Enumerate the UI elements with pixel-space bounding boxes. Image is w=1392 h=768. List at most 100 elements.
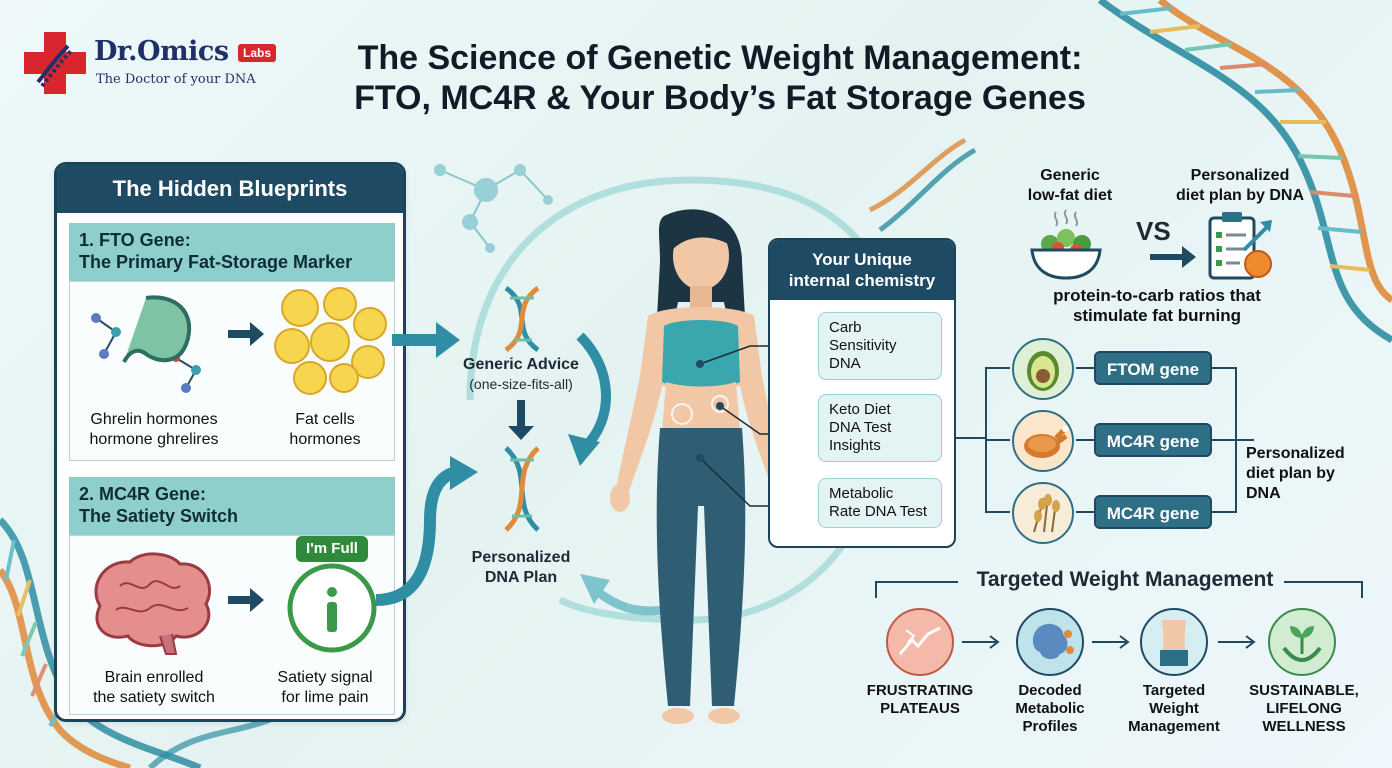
- protein-carb-note-line-2: stimulate fat burning: [1072, 306, 1242, 325]
- step-label-line: SUSTAINABLE,: [1249, 682, 1359, 699]
- step-label-line: Profiles: [1022, 718, 1078, 735]
- arrow-right-icon: [1218, 635, 1256, 649]
- personalized-result-line-1: Personalized: [1246, 445, 1345, 462]
- panel-header: The Hidden Blueprints: [57, 165, 403, 213]
- ghrelin-caption-line-2: hormone ghrelires: [89, 431, 219, 448]
- curved-arrow-icon: [568, 332, 611, 466]
- brain-icon: [94, 552, 212, 655]
- satiety-caption-line-1: Satiety signal: [277, 669, 373, 686]
- personalized-result-label: Personalized diet plan by DNA: [1246, 444, 1366, 504]
- twm-bracket-lines: [875, 581, 1363, 598]
- fto-heading-line-1: 1. FTO Gene:: [79, 230, 191, 250]
- arrow-to-center-icon: [392, 322, 460, 358]
- arrow-right-icon: [228, 588, 264, 612]
- chemistry-item-keto-diet: Keto Diet DNA Test Insights: [818, 394, 942, 462]
- chemistry-item-line: Carb: [829, 319, 862, 336]
- chemistry-item-line: Sensitivity: [829, 337, 897, 354]
- satiety-signal-icon: [287, 563, 377, 653]
- step-label-line: Metabolic: [1015, 700, 1085, 717]
- fto-heading-line-2: The Primary Fat-Storage Marker: [79, 252, 353, 272]
- step-label-line: LIFELONG: [1266, 700, 1342, 717]
- generic-advice-label: Generic Advice: [463, 356, 579, 373]
- gene-tree-lines: [954, 367, 1254, 513]
- title-line-2: FTO, MC4R & Your Body’s Fat Storage Gene…: [354, 79, 1086, 117]
- chemistry-header: Your Unique internal chemistry: [770, 240, 954, 300]
- step-label-line: WELLNESS: [1262, 718, 1346, 735]
- chemistry-item-line: Rate DNA Test: [829, 503, 928, 520]
- chemistry-item-line: Metabolic: [829, 485, 894, 502]
- brand-badge: Labs: [238, 44, 277, 62]
- mc4r-illustration: I'm Full Brain enrolled the satiety swit…: [69, 535, 395, 715]
- step-plateaus-circle: [886, 608, 954, 676]
- gene-pill-mc4r-2: MC4R gene: [1094, 495, 1212, 529]
- curved-arrow-icon: [580, 574, 665, 616]
- mc4r-heading: 2. MC4R Gene: The Satiety Switch: [69, 477, 395, 535]
- molecule-network: [434, 164, 553, 253]
- ghrelin-caption-line-1: Ghrelin hormones: [90, 411, 218, 428]
- fat-cells-icon: [274, 287, 387, 395]
- personalized-dna-plan-label: Personalized DNA Plan: [450, 548, 592, 588]
- im-full-bubble: I'm Full: [296, 536, 368, 562]
- step-targeted-circle: [1140, 608, 1208, 676]
- step-wellness-circle: [1268, 608, 1336, 676]
- step-decoded-label: Decoded Metabolic Profiles: [996, 682, 1104, 736]
- chicken-circle: [1012, 410, 1074, 472]
- fat-cells-caption-line-2: hormones: [289, 431, 361, 448]
- generic-diet-line-1: Generic: [1040, 167, 1100, 184]
- arrow-right-icon: [1092, 635, 1130, 649]
- avocado-icon: [1027, 351, 1059, 391]
- woman-figure-illustration: [610, 209, 792, 724]
- chemistry-item-carb-sensitivity: Carb Sensitivity DNA: [818, 312, 942, 380]
- ghrelin-caption: Ghrelin hormones hormone ghrelires: [70, 410, 238, 450]
- title-line-1: The Science of Genetic Weight Management…: [357, 39, 1083, 77]
- medical-cross-icon: [24, 32, 86, 94]
- targeted-weight-management-title: Targeted Weight Management: [976, 568, 1274, 591]
- grains-circle: [1012, 482, 1074, 544]
- brand-name: Dr.Omics: [94, 36, 229, 67]
- roast-chicken-icon: [1024, 426, 1068, 458]
- personalized-dna-plan-line-1: Personalized: [471, 549, 571, 566]
- chemistry-item-line: DNA Test: [829, 419, 892, 436]
- chemistry-item-metabolic-rate: Metabolic Rate DNA Test: [818, 478, 942, 528]
- generic-advice-sub: (one-size-fits-all): [469, 376, 573, 392]
- generic-diet-line-2: low-fat diet: [1027, 187, 1113, 204]
- gene-pill-mc4r: MC4R gene: [1094, 423, 1212, 457]
- fto-heading: 1. FTO Gene: The Primary Fat-Storage Mar…: [69, 223, 395, 281]
- dna-helix-top-right: [1097, 0, 1392, 344]
- protein-carb-note-line-1: protein-to-carb ratios that: [1053, 286, 1261, 305]
- internal-chemistry-panel: Your Unique internal chemistry Carb Sens…: [768, 238, 956, 548]
- mc4r-heading-line-1: 2. MC4R Gene:: [79, 484, 207, 504]
- arrow-right-icon: [962, 635, 1000, 649]
- fat-cells-caption-line-1: Fat cells: [295, 411, 355, 428]
- salad-bowl-icon: [1030, 209, 1102, 280]
- brain-caption: Brain enrolled the satiety switch: [70, 668, 238, 708]
- step-label-line: FRUSTRATING: [866, 682, 974, 699]
- step-label-line: Decoded: [1018, 682, 1082, 699]
- personalized-result-line-2: diet plan by: [1246, 465, 1335, 482]
- dna-icon: [504, 446, 540, 532]
- brand-tagline: The Doctor of your DNA: [96, 72, 256, 87]
- step-decoded-circle: [1016, 608, 1084, 676]
- personalized-diet-label: Personalized diet plan by DNA: [1160, 166, 1320, 206]
- step-label-line: Weight: [1149, 700, 1199, 717]
- brain-caption-line-1: Brain enrolled: [104, 669, 204, 686]
- plateau-chart-icon: [898, 626, 941, 655]
- step-label-line: PLATEAUS: [880, 700, 960, 717]
- personalized-dna-plan-line-2: DNA Plan: [484, 569, 558, 586]
- arrow-down-icon: [508, 400, 534, 440]
- step-plateaus-label: FRUSTRATING PLATEAUS: [856, 682, 984, 718]
- personalized-result-line-3: DNA: [1246, 485, 1281, 502]
- fat-cells-caption: Fat cells hormones: [260, 410, 390, 450]
- chemistry-item-line: Insights: [829, 437, 881, 454]
- gene-pill-ftom: FTOM gene: [1094, 351, 1212, 385]
- hidden-blueprints-panel: The Hidden Blueprints 1. FTO Gene: The P…: [54, 162, 406, 722]
- dna-icon: [504, 285, 540, 353]
- chemistry-header-line-1: Your Unique: [812, 250, 912, 269]
- arrow-right-icon: [1150, 246, 1196, 268]
- vs-label: VS: [1136, 216, 1171, 246]
- brain-circuit-icon: [1032, 623, 1074, 660]
- brand-logo: Dr.Omics Labs The Doctor of your DNA: [24, 30, 294, 94]
- personalized-diet-line-1: Personalized: [1190, 167, 1290, 184]
- generic-diet-label: Generic low-fat diet: [1000, 166, 1140, 206]
- stomach-molecule-icon: [91, 295, 201, 393]
